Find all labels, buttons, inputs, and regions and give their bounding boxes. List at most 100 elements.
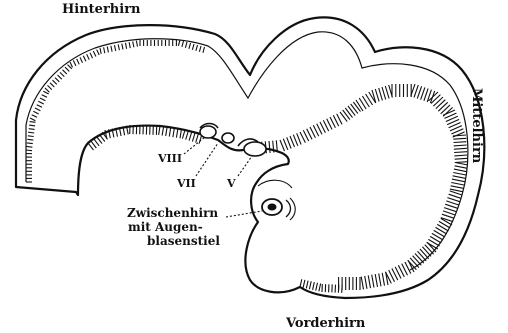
hatch-stroke bbox=[287, 137, 291, 148]
label-mittelhirn: Mittelhirn bbox=[469, 88, 484, 163]
hatch-stroke bbox=[343, 110, 350, 120]
hatch-stroke bbox=[453, 176, 466, 179]
label-zwischenhirn-line2: mit Augen- bbox=[127, 220, 220, 234]
hatch-stroke bbox=[442, 214, 454, 218]
hatch-stroke bbox=[290, 136, 295, 147]
hatch-stroke bbox=[118, 44, 119, 50]
hatch-stroke bbox=[454, 145, 467, 146]
hatch-stroke bbox=[186, 131, 189, 140]
hatch-stroke bbox=[43, 91, 48, 94]
hatch-stroke bbox=[53, 80, 57, 84]
label-vorderhirn: Vorderhirn bbox=[286, 316, 365, 331]
hatch-stroke bbox=[361, 277, 363, 290]
hatch-stroke bbox=[269, 141, 270, 153]
hatch-stroke bbox=[159, 126, 160, 135]
hatch-stroke bbox=[28, 132, 34, 133]
hatch-stroke bbox=[87, 54, 90, 60]
hatch-stroke bbox=[452, 179, 465, 182]
hatch-stroke bbox=[417, 86, 421, 98]
hatch-stroke bbox=[111, 46, 112, 52]
hatch-stroke bbox=[293, 135, 298, 146]
hatch-stroke bbox=[129, 42, 130, 48]
hatch-stroke bbox=[415, 254, 424, 264]
hatch-stroke bbox=[379, 88, 383, 101]
hatch-stroke bbox=[300, 279, 302, 287]
hatch-stroke bbox=[28, 136, 34, 137]
hatch-stroke bbox=[93, 51, 96, 56]
hatch-stroke bbox=[104, 47, 105, 53]
hatch-stroke bbox=[421, 87, 425, 99]
hatch-stroke bbox=[283, 139, 288, 150]
hatch-stroke bbox=[438, 102, 447, 111]
nerve-v-root bbox=[244, 142, 266, 156]
hatch-stroke bbox=[418, 251, 427, 261]
hatch-stroke bbox=[309, 281, 311, 289]
hatch-stroke bbox=[37, 105, 42, 108]
hatch-stroke bbox=[422, 247, 431, 257]
hatch-stroke bbox=[199, 46, 201, 52]
hatch-stroke bbox=[297, 133, 301, 144]
hatch-stroke bbox=[303, 280, 305, 288]
hatch-stroke bbox=[447, 198, 459, 202]
hatch-stroke bbox=[306, 281, 308, 289]
hatch-stroke bbox=[453, 138, 466, 139]
hatch-stroke bbox=[385, 86, 389, 99]
leader-vii bbox=[196, 143, 218, 176]
hatch-stroke bbox=[454, 148, 467, 149]
hatch-stroke bbox=[455, 166, 468, 169]
hatch-stroke bbox=[29, 129, 35, 130]
hatch-stroke bbox=[136, 41, 137, 47]
hatch-stroke bbox=[192, 44, 194, 50]
hatch-stroke bbox=[162, 127, 164, 136]
hatch-stroke bbox=[38, 101, 43, 104]
hatch-stroke bbox=[454, 152, 467, 153]
hatch-stroke bbox=[182, 130, 185, 139]
hatch-stroke bbox=[40, 98, 45, 101]
hatch-stroke bbox=[196, 134, 199, 143]
hatch-stroke bbox=[444, 208, 456, 212]
hatch-stroke bbox=[351, 104, 358, 114]
hatch-stroke bbox=[94, 139, 99, 146]
hatch-stroke bbox=[185, 42, 187, 48]
hatch-stroke bbox=[48, 85, 52, 89]
hatch-stroke bbox=[453, 173, 466, 176]
hatch-stroke bbox=[445, 204, 457, 208]
hatch-stroke bbox=[436, 100, 446, 109]
hatch-stroke bbox=[340, 112, 347, 122]
hatch-stroke bbox=[449, 194, 461, 198]
hatch-stroke bbox=[50, 83, 54, 87]
hatch-stroke bbox=[45, 88, 49, 92]
hatch-stroke bbox=[169, 128, 170, 137]
hatch-stroke bbox=[166, 127, 167, 136]
hatch-stroke bbox=[70, 62, 73, 67]
eye-stalk bbox=[258, 180, 295, 220]
hatch-stroke bbox=[353, 102, 360, 112]
hatch-stroke bbox=[126, 43, 127, 49]
hatch-stroke bbox=[189, 43, 191, 49]
hatch-stroke bbox=[203, 47, 205, 53]
label-nerve-vii: VII bbox=[177, 177, 196, 190]
hatch-stroke bbox=[133, 42, 134, 48]
hatch-stroke bbox=[443, 211, 455, 215]
hatch-stroke bbox=[192, 133, 195, 142]
hatch-stroke bbox=[83, 56, 86, 61]
hatch-stroke bbox=[182, 41, 184, 47]
hatch-stroke bbox=[173, 128, 174, 137]
hatch-stroke bbox=[30, 118, 35, 121]
wall-hatching-outer bbox=[88, 84, 468, 290]
leader-v bbox=[238, 156, 252, 176]
hatch-stroke bbox=[454, 169, 467, 172]
hatch-stroke bbox=[375, 89, 379, 102]
hatch-stroke bbox=[180, 129, 181, 138]
hatch-stroke bbox=[368, 275, 370, 288]
hatch-stroke bbox=[80, 57, 83, 63]
hatch-stroke bbox=[122, 44, 123, 50]
wall-hatching-inner bbox=[26, 40, 342, 293]
hatch-stroke bbox=[420, 249, 429, 259]
label-zwischenhirn-line3: blasenstiel bbox=[127, 234, 220, 248]
hatch-stroke bbox=[30, 122, 36, 123]
hatch-stroke bbox=[65, 67, 69, 71]
hatch-stroke bbox=[455, 158, 468, 159]
